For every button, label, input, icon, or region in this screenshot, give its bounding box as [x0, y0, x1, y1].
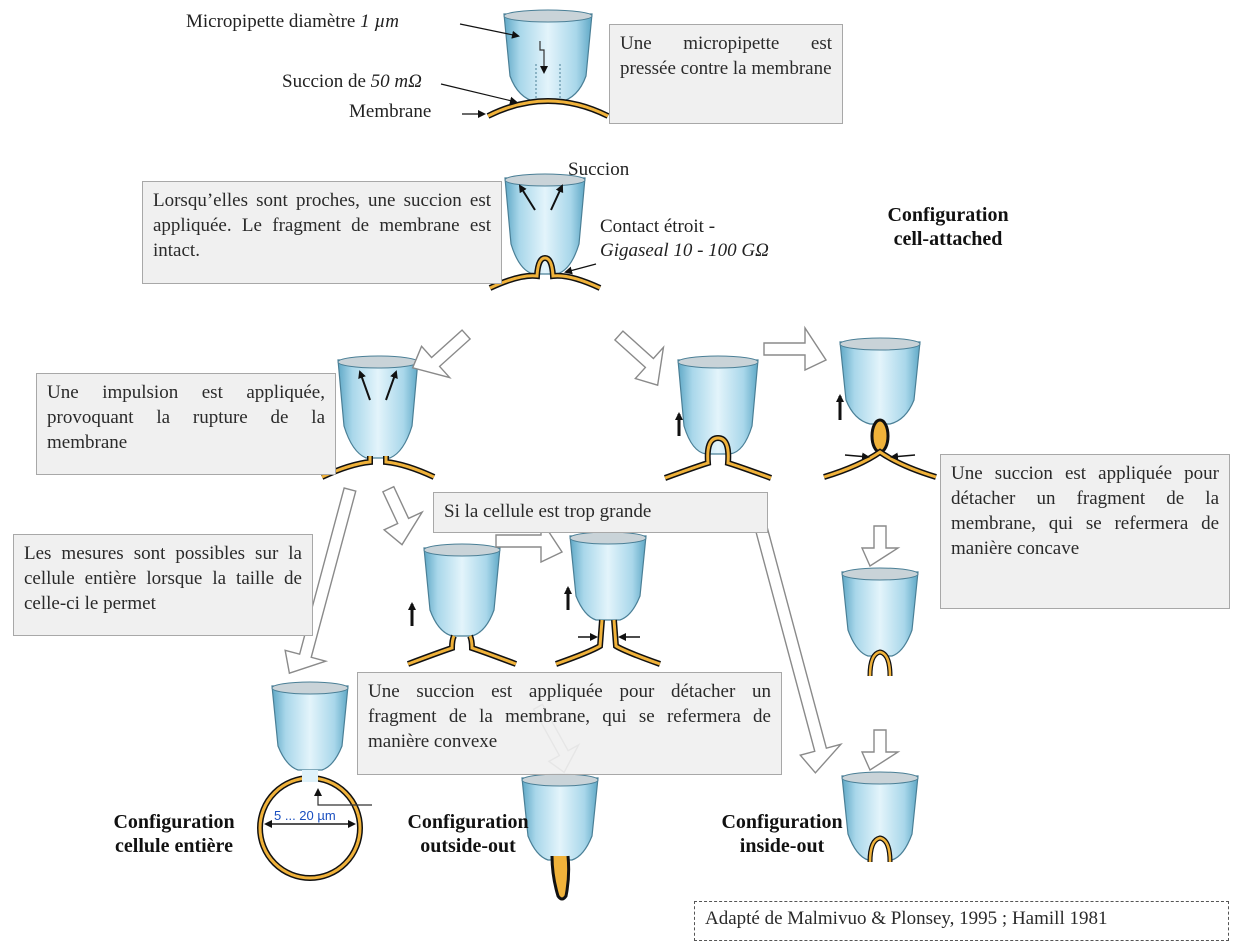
box-whole-cell-info: Les mesures sont possibles sur la cellul… [13, 534, 313, 636]
pipette-outside-out [521, 773, 599, 861]
pipette-pulled-b [839, 337, 921, 425]
label-contact-etroit: Contact étroit -Gigaseal 10 - 100 GΩ [600, 216, 769, 261]
box-large-cell: Si la cellule est trop grande [433, 492, 768, 533]
label-membrane: Membrane [349, 101, 432, 122]
pipette-large-cell-a [423, 543, 501, 637]
pipette-ruptured [337, 355, 419, 459]
citation: Adapté de Malmivuo & Plonsey, 1995 ; Ham… [694, 901, 1229, 941]
box-concave: Une succion est appliquée pour détacher … [940, 454, 1230, 609]
box-step1: Une micropipette est pressée contre la m… [609, 24, 843, 124]
flow-arrow-to-whole-cell [284, 487, 357, 675]
pipette-step2 [504, 173, 586, 275]
label-micropipette: Micropipette diamètre 1 µm [186, 11, 400, 32]
flow-arrow-to-large-cell [381, 485, 424, 546]
label-succion: Succion [568, 159, 630, 180]
pipette-inside-out-b [841, 771, 919, 861]
pipette-step1 [503, 9, 593, 103]
outside-out-patch [550, 855, 571, 901]
flow-arrow-to-cell-attached [613, 330, 665, 387]
flow-arrow-to-vesicle [763, 325, 828, 372]
label-succion-de: Succion de 50 mΩ [282, 71, 422, 92]
flow-arrow-vesicle-down [860, 525, 901, 568]
label-cell-size: 5 ... 20 µm [272, 808, 338, 823]
box-step2: Lorsqu’elles sont proches, une succion e… [142, 181, 502, 284]
pipette-large-cell-b [569, 531, 647, 621]
vesicle-forming [870, 418, 890, 454]
box-convex: Une succion est appliquée pour détacher … [357, 672, 782, 775]
flow-arrow-to-inside-out [860, 729, 901, 772]
pipette-whole-cell [271, 681, 349, 771]
flow-arrow-to-rupture [411, 329, 472, 379]
pipette-pulled-a [677, 355, 759, 455]
pipette-inside-out-a [841, 567, 919, 657]
box-rupture: Une impulsion est appliquée, provoquant … [36, 373, 336, 475]
